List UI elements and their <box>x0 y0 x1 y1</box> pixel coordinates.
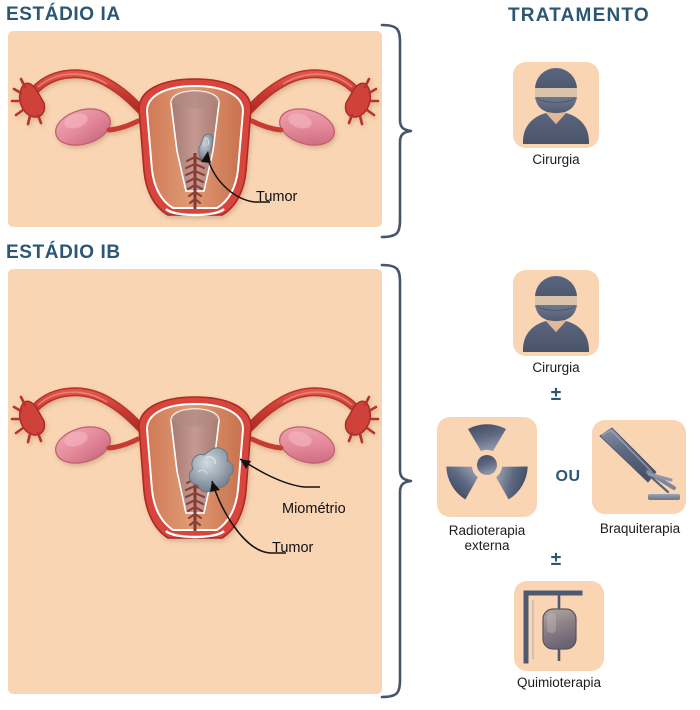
treatment-label-cirurgia-ia: Cirurgia <box>532 152 580 167</box>
stage-title-ib: ESTÁDIO IB <box>6 242 121 263</box>
treatment-icon-radioterapia-externa[interactable] <box>437 417 537 517</box>
brace-connector-stage-ib <box>380 263 413 699</box>
surgeon-icon <box>523 68 589 144</box>
anatomy-panel-stage-ia: Tumor <box>8 31 382 227</box>
annotation-miometrio-ib: Miométrio <box>282 501 346 517</box>
treatment-icon-cirurgia-ib[interactable] <box>513 270 599 356</box>
connector-plus-minus-2: ± <box>550 549 562 570</box>
brace-connector-stage-ia <box>380 23 413 239</box>
treatment-icon-cirurgia-ia[interactable] <box>513 62 599 148</box>
stage-title-ia: ESTÁDIO IA <box>6 4 121 25</box>
uterus-illustration-stage-ia <box>10 69 380 217</box>
connector-or: OU <box>555 468 581 485</box>
treatment-label-cirurgia-ib: Cirurgia <box>532 360 580 375</box>
treatment-header: TRATAMENTO <box>508 5 650 26</box>
treatment-label-braquiterapia: Braquiterapia <box>599 521 681 536</box>
treatment-icon-braquiterapia[interactable] <box>592 420 686 514</box>
iv-drip-icon <box>523 590 583 664</box>
brachytherapy-applicator-icon <box>599 427 680 500</box>
surgeon-icon <box>523 276 589 352</box>
uterus-illustration-stage-ib <box>10 387 380 554</box>
connector-plus-minus-1: ± <box>550 384 562 405</box>
anatomy-panel-stage-ib: Miométrio Tumor <box>8 269 382 694</box>
annotation-tumor-ib: Tumor <box>272 540 314 556</box>
treatment-label-radioterapia-externa: Radioterapia externa <box>448 523 526 553</box>
annotation-tumor-ia: Tumor <box>256 189 298 205</box>
treatment-icon-quimioterapia[interactable] <box>514 581 604 671</box>
treatment-label-quimioterapia: Quimioterapia <box>516 675 602 690</box>
radiation-trefoil-icon <box>446 424 528 500</box>
